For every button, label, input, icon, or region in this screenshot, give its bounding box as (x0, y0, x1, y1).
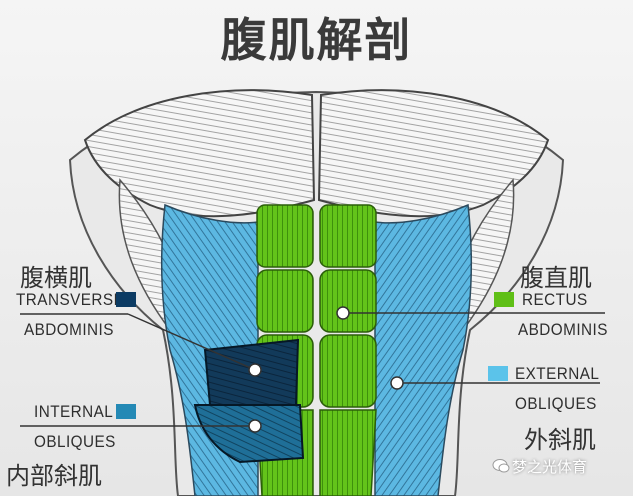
internal-en-label-1: INTERNAL (34, 402, 114, 421)
transverse-en-label-2: ABDOMINIS (24, 320, 114, 339)
internal-en-label-2: OBLIQUES (34, 432, 116, 451)
external-swatch (488, 366, 508, 381)
rectus-swatch (494, 292, 514, 307)
chat-bubble-icon (492, 459, 510, 473)
transverse-en-label-1: TRANSVERSE (16, 290, 125, 309)
page-title: 腹肌解剖 (220, 13, 413, 67)
right-external-oblique (374, 203, 473, 496)
internal-obliques-region (193, 404, 305, 464)
leader-lines (20, 312, 605, 427)
leader-dots (248, 306, 404, 433)
rectus-cn-label: 腹直肌 (520, 264, 592, 292)
watermark-text: 梦之光体育 (512, 458, 588, 476)
external-cn-label: 外斜肌 (524, 426, 596, 454)
external-en-label-1: EXTERNAL (515, 364, 600, 383)
external-en-label-2: OBLIQUES (515, 394, 597, 413)
rectus-en-label-2: ABDOMINIS (518, 320, 608, 339)
transverse-swatch (116, 292, 136, 307)
rectus-en-label-1: RECTUS (522, 290, 588, 309)
internal-swatch (116, 404, 136, 419)
transverse-cn-label: 腹横肌 (20, 264, 92, 292)
internal-cn-label: 内部斜肌 (6, 462, 102, 490)
